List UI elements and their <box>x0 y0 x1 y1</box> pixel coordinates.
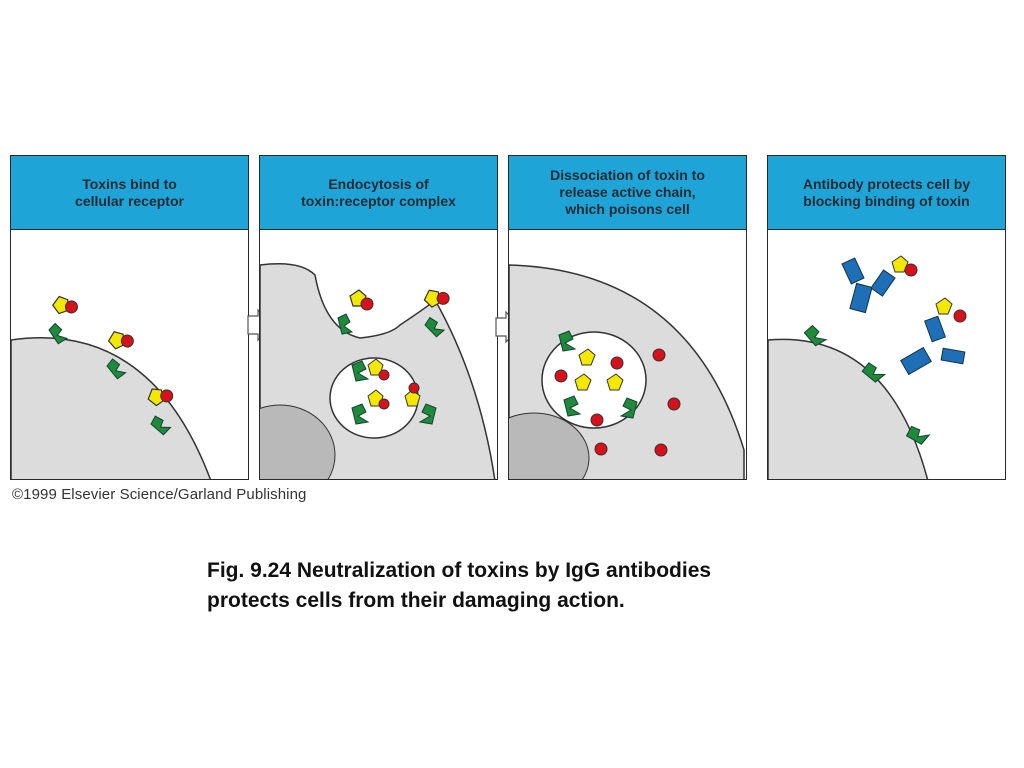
active-chain <box>590 413 604 427</box>
receptor <box>905 425 931 445</box>
cell-membrane <box>11 337 212 479</box>
panel-title-line: release active chain, <box>559 184 696 200</box>
figure-caption: Fig. 9.24 Neutralization of toxins by Ig… <box>207 556 847 616</box>
panel-title-line: which poisons cell <box>565 201 690 217</box>
active-chain <box>667 397 681 411</box>
panel-illustration <box>260 263 496 479</box>
panel-title-line: blocking binding of toxin <box>803 192 970 209</box>
panel-title-line: Antibody protects cell by <box>802 175 971 192</box>
receptor-toxin-complex <box>337 289 374 335</box>
panel-title-line: Endocytosis of <box>328 175 429 192</box>
panel-illustration <box>509 264 745 479</box>
panel-antibody: Antibody protects cell by blocking bindi… <box>767 155 1006 480</box>
panel-header: Toxins bind to cellular receptor <box>11 156 248 230</box>
receptor <box>861 362 887 383</box>
antibody-toxin-complex <box>900 297 967 376</box>
receptor-toxin-complex <box>404 382 437 425</box>
active-chain <box>652 348 666 362</box>
active-chain <box>554 369 568 383</box>
panel-dissociation: Dissociation of toxin to release active … <box>508 155 747 480</box>
receptor <box>803 324 828 347</box>
caption-line: protects cells from their damaging actio… <box>207 589 625 612</box>
panel-toxins-bind: Toxins bind to cellular receptor <box>10 155 249 480</box>
toxin-b-chain <box>574 373 592 391</box>
nucleus <box>509 412 590 479</box>
receptor <box>558 330 577 352</box>
panel-title-line: Dissociation of toxin to <box>550 167 705 183</box>
panel-endocytosis: Endocytosis of toxin:receptor complex <box>259 155 498 480</box>
receptor <box>619 397 638 419</box>
panel-header: Dissociation of toxin to release active … <box>509 156 746 230</box>
panel-header: Antibody protects cell by blocking bindi… <box>768 156 1005 230</box>
receptor-toxin-complex <box>351 389 390 425</box>
receptor-toxin-complex <box>47 291 80 346</box>
panel-header: Endocytosis of toxin:receptor complex <box>260 156 497 230</box>
receptor-toxin-complex <box>423 289 450 338</box>
panel-title-line: toxin:receptor complex <box>301 192 456 209</box>
copyright-notice: ©1999 Elsevier Science/Garland Publishin… <box>12 486 307 503</box>
active-chain <box>594 442 608 456</box>
receptor <box>563 395 582 417</box>
active-chain <box>654 443 668 457</box>
panel-title-line: cellular receptor <box>75 192 184 209</box>
toxin-b-chain <box>578 348 596 366</box>
toxin-b-chain <box>606 373 624 391</box>
panel-illustration <box>11 291 212 479</box>
panel-title-line: Toxins bind to <box>82 175 177 192</box>
nucleus <box>260 404 336 479</box>
active-chain <box>610 356 624 370</box>
caption-line: Fig. 9.24 Neutralization of toxins by Ig… <box>207 559 712 582</box>
receptor-toxin-complex <box>351 358 390 382</box>
panel-illustration <box>768 255 967 479</box>
antibody-toxin-complex <box>841 255 918 314</box>
